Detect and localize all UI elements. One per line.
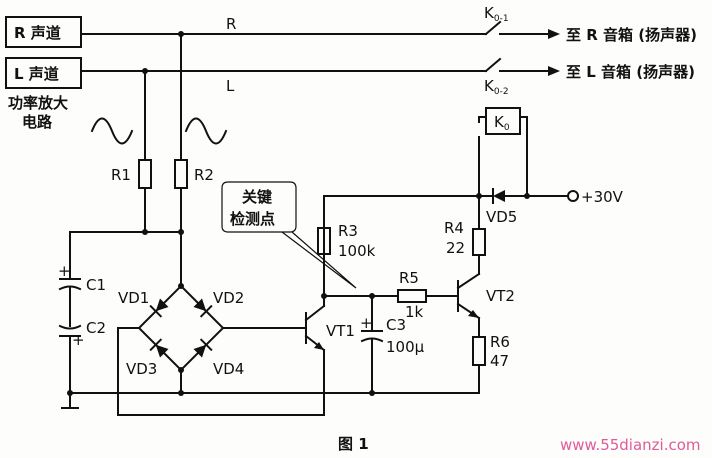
relay-contacts: K0-1 至 R 音箱 (扬声器) K0-2 至 L 音箱 (扬声器) bbox=[484, 4, 697, 97]
vt2-collector bbox=[456, 272, 481, 290]
r-channel-box bbox=[5, 16, 82, 48]
diode-vd5-icon bbox=[493, 190, 505, 202]
ground-bus bbox=[69, 364, 480, 394]
vd5-label: VD5 bbox=[486, 208, 517, 226]
sine-wave-right-icon bbox=[184, 117, 228, 145]
supply-label: +30V bbox=[581, 188, 624, 206]
figure-caption: 图 1 bbox=[338, 435, 369, 453]
c2-plus: + bbox=[72, 331, 85, 349]
c3-label: C3 bbox=[386, 316, 406, 334]
callout-pointer bbox=[281, 231, 357, 289]
key-test-point-callout: 关键 检测点 bbox=[221, 181, 357, 289]
r-speaker-label: 至 R 音箱 (扬声器) bbox=[566, 26, 697, 44]
r4-value: 22 bbox=[446, 239, 465, 257]
resistor-r6 bbox=[472, 336, 486, 366]
c1-plus: + bbox=[58, 262, 71, 280]
vt1-emitter-arrow-icon bbox=[314, 342, 324, 350]
coupling-capacitors: + C1 + C2 bbox=[58, 231, 106, 409]
callout-line2: 检测点 bbox=[230, 210, 275, 228]
r6-value: 47 bbox=[490, 352, 509, 370]
relay-and-supply: +30V VD5 K0 bbox=[476, 107, 624, 226]
vt1-collector bbox=[304, 304, 326, 322]
junction-r1 bbox=[142, 229, 148, 235]
amplifier-label-line1: 功率放大 bbox=[8, 94, 68, 112]
contact-k01-blade bbox=[484, 20, 502, 36]
contact-k02-label: K0-2 bbox=[484, 77, 509, 97]
callout-line1: 关键 bbox=[242, 188, 272, 206]
r5-value: 1k bbox=[405, 303, 424, 321]
signal-lines: R L bbox=[80, 15, 487, 95]
bridge-rectifier: VD1 VD2 VD3 VD4 bbox=[117, 283, 325, 416]
contact-k02-blade bbox=[484, 57, 502, 73]
l-speaker-label: 至 L 音箱 (扬声器) bbox=[566, 63, 695, 81]
c1-label: C1 bbox=[86, 276, 106, 294]
amplifier-label-line2: 电路 bbox=[22, 113, 53, 131]
c2-label: C2 bbox=[86, 319, 106, 337]
vd3-label: VD3 bbox=[126, 360, 157, 378]
r3-value: 100k bbox=[338, 242, 376, 260]
l-channel-box bbox=[5, 57, 82, 89]
bridge-outline bbox=[137, 284, 225, 372]
vt1-label: VT1 bbox=[326, 322, 355, 340]
c3-plus: + bbox=[360, 314, 373, 332]
detect-network: R3 100k + C3 100μ R5 1k bbox=[317, 195, 480, 394]
r-line-label: R bbox=[226, 15, 236, 33]
amplifier-block: R 声道 L 声道 功率放大 电路 bbox=[5, 16, 82, 131]
r4-label: R4 bbox=[444, 219, 464, 237]
relay-coil-k0 bbox=[485, 107, 521, 135]
callout-bubble bbox=[221, 181, 297, 233]
watermark: www.55dianzi.com bbox=[560, 436, 701, 454]
resistor-r2 bbox=[174, 159, 188, 189]
junction-r2 bbox=[178, 229, 184, 235]
driver-stage: R4 22 VT2 R6 47 bbox=[444, 195, 515, 370]
transistor-vt1: VT1 bbox=[304, 295, 355, 359]
relay-coil-label: K0 bbox=[494, 113, 510, 133]
input-resistors: R1 R2 bbox=[69, 33, 214, 287]
r-output-arrow bbox=[548, 29, 560, 39]
r3-label: R3 bbox=[338, 222, 358, 240]
l-output-arrow bbox=[548, 66, 560, 76]
r-channel-label: R 声道 bbox=[14, 24, 61, 42]
resistor-r5 bbox=[397, 289, 427, 303]
r6-label: R6 bbox=[490, 333, 510, 351]
r2-label: R2 bbox=[194, 166, 214, 184]
vd1-label: VD1 bbox=[118, 289, 149, 307]
c3-value: 100μ bbox=[386, 338, 425, 356]
resistor-r1 bbox=[138, 159, 152, 189]
resistor-r3 bbox=[317, 227, 331, 255]
sine-wave-left-icon bbox=[90, 117, 134, 145]
supply-terminal bbox=[567, 190, 579, 202]
vd4-label: VD4 bbox=[213, 360, 244, 378]
vd2-label: VD2 bbox=[213, 289, 244, 307]
contact-k01-label: K0-1 bbox=[484, 4, 509, 24]
r1-label: R1 bbox=[111, 166, 131, 184]
l-line-label: L bbox=[226, 77, 235, 95]
l-channel-label: L 声道 bbox=[14, 65, 59, 83]
r5-label: R5 bbox=[399, 269, 419, 287]
vt2-label: VT2 bbox=[486, 287, 515, 305]
resistor-r4 bbox=[472, 228, 486, 256]
vt2-emitter-arrow-icon bbox=[468, 310, 479, 318]
capacitor-c2-plate-top bbox=[58, 324, 82, 330]
